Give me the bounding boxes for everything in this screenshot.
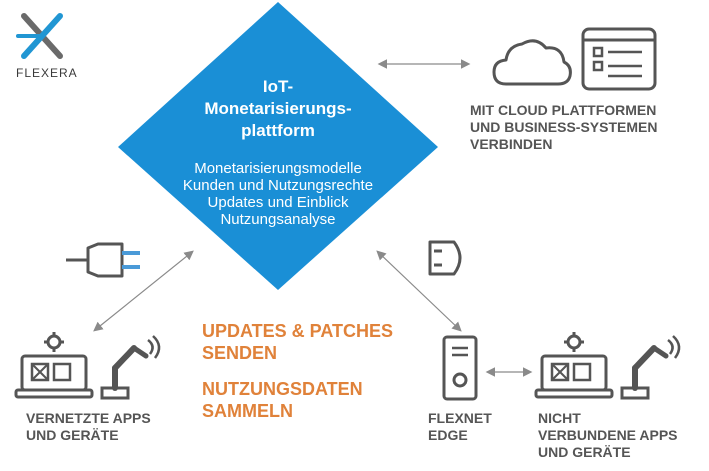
action-line: UPDATES & PATCHES (202, 321, 394, 341)
title-line: IoT- (262, 77, 294, 96)
title-line: plattform (241, 121, 315, 140)
plug-icon (66, 242, 140, 278)
action-line: SAMMELN (202, 401, 293, 421)
platform-title: IoT- Monetarisierungs- plattform (178, 76, 378, 142)
connected-caption: VERNETZTE APPS UND GERÄTE (26, 410, 151, 444)
caption-line: UND GERÄTE (538, 444, 631, 460)
arrow-connected (93, 250, 194, 332)
action-line: SENDEN (202, 343, 278, 363)
caption-line: FLEXNET (428, 410, 492, 426)
disconnected-caption: NICHT VERBUNDENE APPS UND GERÄTE (538, 410, 678, 461)
caption-line: VERNETZTE APPS (26, 410, 151, 426)
caption-line: EDGE (428, 427, 468, 443)
robot-arm-icon (100, 335, 161, 400)
caption-line: MIT CLOUD PLATTFORMEN (470, 102, 657, 118)
platform-item: Kunden und Nutzungsrechte (182, 177, 374, 194)
caption-line: VERBINDEN (470, 136, 553, 152)
title-line: Monetarisierungs- (204, 99, 352, 118)
caption-line: NICHT (538, 410, 581, 426)
laptop-gear-icon (14, 332, 94, 399)
action-line: NUTZUNGSDATEN (202, 379, 363, 399)
laptop-gear-icon (534, 332, 614, 399)
platform-item: Nutzungsanalyse (220, 211, 336, 228)
caption-line: UND BUSINESS-SYSTEMEN (470, 119, 658, 135)
platform-items: Monetarisierungsmodelle Kunden und Nutzu… (168, 160, 388, 228)
cloud-icon (492, 39, 572, 86)
arrow-flexnet (376, 250, 462, 332)
usage-action: NUTZUNGSDATEN SAMMELN (202, 378, 363, 422)
cloud-caption: MIT CLOUD PLATTFORMEN UND BUSINESS-SYSTE… (470, 102, 657, 153)
caption-line: UND GERÄTE (26, 427, 119, 443)
flexnet-caption: FLEXNET EDGE (428, 410, 492, 444)
platform-item: Monetarisierungsmodelle (194, 160, 362, 177)
logo-wordmark: FLEXERA (16, 66, 78, 80)
flexera-logo-icon (16, 13, 63, 59)
caption-line: VERBUNDENE APPS (538, 427, 678, 443)
platform-diamond (118, 2, 438, 290)
browser-window-icon (581, 27, 657, 91)
socket-icon (428, 240, 462, 276)
robot-arm-icon (620, 335, 681, 400)
platform-item: Updates und Einblick (207, 194, 349, 211)
server-icon (442, 335, 478, 401)
updates-action: UPDATES & PATCHES SENDEN (202, 320, 393, 364)
